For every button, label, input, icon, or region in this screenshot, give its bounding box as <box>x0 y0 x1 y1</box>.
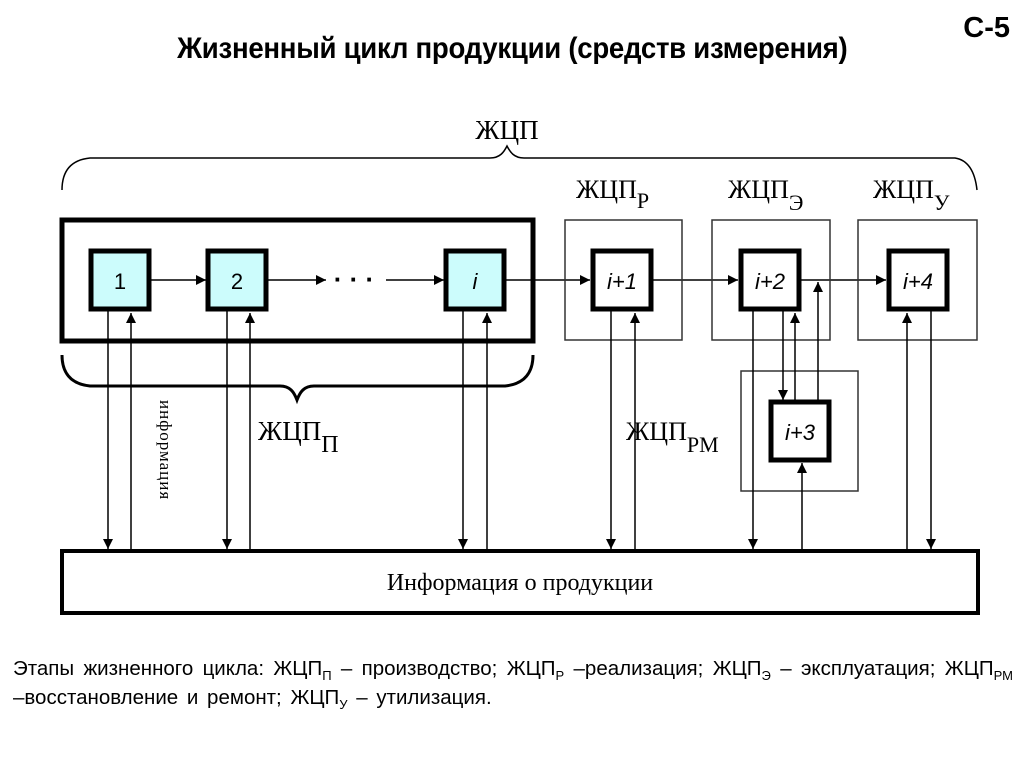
repair-label: ЖЦПРМ <box>626 417 719 457</box>
label-sub: П <box>321 432 338 458</box>
caption: Этапы жизненного цикла: ЖЦПП – производс… <box>13 654 1013 712</box>
block-i-plus-2: i+2 <box>738 248 802 312</box>
caption-item: ЖЦПУ – утилизация. <box>290 686 492 712</box>
label-sub: Р <box>637 188 649 213</box>
caption-item: ЖЦПП – производство; <box>273 657 498 683</box>
repair-stage-box <box>740 370 859 492</box>
info-connectors <box>103 282 936 551</box>
block-label: i+1 <box>607 269 637 294</box>
label-base: ЖЦП <box>626 417 687 446</box>
block-label: i+4 <box>903 269 933 294</box>
product-information-box <box>60 549 980 615</box>
production-block-2: 2 <box>205 248 269 312</box>
block-i-plus-3: i+3 <box>768 399 832 463</box>
label-sub: У <box>934 190 950 215</box>
product-information-label: Информация о продукции <box>387 570 653 596</box>
production-brace <box>60 354 535 405</box>
label-sub: Э <box>789 190 804 215</box>
caption-item: ЖЦПРМ –восстановление и ремонт; <box>13 657 1013 709</box>
production-block-1: 1 <box>88 248 152 312</box>
block-i-plus-1: i+1 <box>590 248 654 312</box>
production-block-i: i <box>443 248 507 312</box>
exploitation-stage-box <box>711 219 831 341</box>
slide-title: Жизненный цикл продукции (средств измере… <box>0 32 1024 66</box>
block-label: 1 <box>114 269 126 294</box>
production-label: ЖЦПП <box>258 416 339 458</box>
block-label: i+2 <box>755 269 785 294</box>
label-base: ЖЦП <box>873 175 934 204</box>
block-label: i+3 <box>785 420 816 445</box>
label-base: ЖЦП <box>728 175 789 204</box>
block-i-plus-4: i+4 <box>886 248 950 312</box>
slide-code: С-5 <box>963 12 1010 44</box>
block-label: i <box>473 269 479 294</box>
ellipsis: · · · <box>334 264 374 294</box>
label-sub: РМ <box>687 432 719 457</box>
realization-label: ЖЦПР <box>576 175 649 213</box>
slide-title-text: Жизненный цикл продукции (средств измере… <box>176 32 848 65</box>
caption-intro: Этапы жизненного цикла: <box>13 657 265 680</box>
top-brace <box>61 144 978 191</box>
top-brace-label: ЖЦП <box>475 115 538 145</box>
exploitation-label: ЖЦПЭ <box>728 175 803 215</box>
information-vertical-label: информация <box>156 400 175 500</box>
utilization-stage-box <box>857 219 978 341</box>
label-base: ЖЦП <box>258 416 321 446</box>
caption-item: ЖЦПР –реализация; <box>506 657 704 683</box>
block-label: 2 <box>231 269 243 294</box>
utilization-label: ЖЦПУ <box>873 175 950 215</box>
label-base: ЖЦП <box>576 175 637 204</box>
realization-stage-box <box>564 219 683 341</box>
caption-item: ЖЦПЭ – эксплуатация; <box>712 657 936 683</box>
